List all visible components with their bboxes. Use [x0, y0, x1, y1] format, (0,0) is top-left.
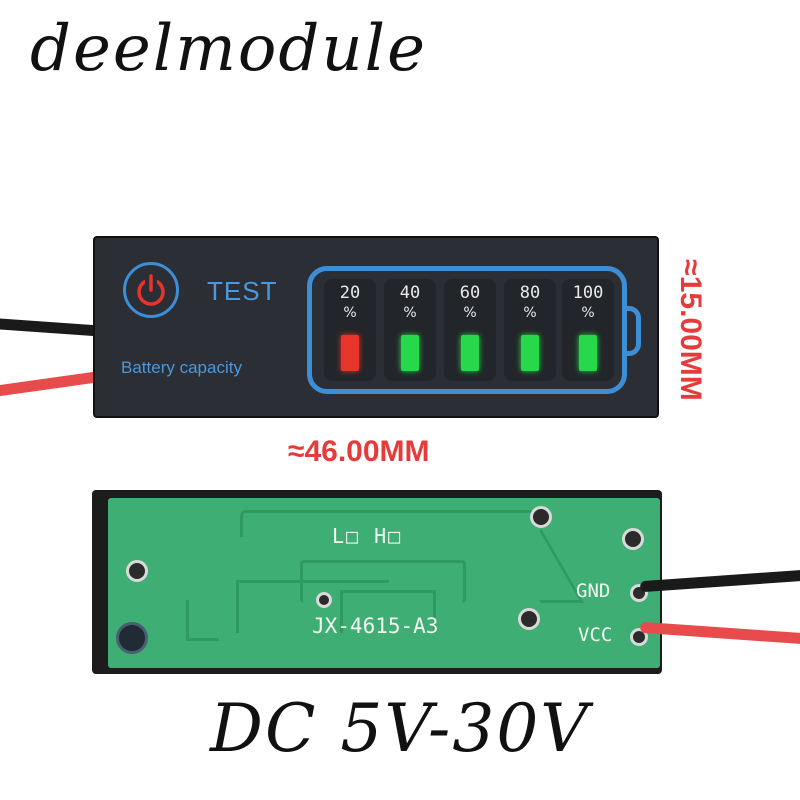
- led-indicator: [401, 335, 419, 371]
- mounting-hole: [622, 528, 644, 550]
- sensor-lens: [116, 622, 148, 654]
- percent-symbol: %: [581, 305, 595, 321]
- mounting-hole: [530, 506, 552, 528]
- level-value: 60: [459, 283, 481, 303]
- height-dimension: ≈15.00MM: [674, 259, 707, 401]
- mounting-hole: [518, 608, 540, 630]
- led-indicator: [579, 335, 597, 371]
- mounting-hole: [126, 560, 148, 582]
- switch-label: L□ H□: [332, 524, 403, 548]
- brand-title: deelmodule: [30, 12, 427, 86]
- led-indicator: [341, 335, 359, 371]
- pcb-trace: [186, 600, 219, 641]
- battery-outline: 20 % 40 % 60 % 80 % 100 %: [307, 266, 627, 394]
- percent-symbol: %: [523, 305, 537, 321]
- level-value: 20: [339, 283, 361, 303]
- level-value: 40: [399, 283, 421, 303]
- gnd-label: GND: [576, 580, 611, 602]
- pcb-trace: [340, 590, 436, 633]
- power-icon: [123, 262, 179, 318]
- test-label: TEST: [207, 276, 278, 306]
- black-wire-right: [639, 568, 800, 593]
- front-module: TEST Battery capacity 20 % 40 % 60 % 80 …: [93, 236, 659, 418]
- percent-symbol: %: [463, 305, 477, 321]
- level-cell-60: 60 %: [444, 279, 496, 381]
- level-cell-40: 40 %: [384, 279, 436, 381]
- percent-symbol: %: [403, 305, 417, 321]
- percent-symbol: %: [343, 305, 357, 321]
- width-dimension: ≈46.00MM: [288, 435, 430, 468]
- level-cell-100: 100 %: [562, 279, 614, 381]
- led-indicator: [521, 335, 539, 371]
- pcb-trace: [236, 580, 389, 633]
- voltage-range-label: DC 5V-30V: [210, 690, 590, 767]
- battery-terminal: [623, 306, 641, 356]
- vcc-label: VCC: [578, 624, 613, 646]
- level-value: 100: [572, 283, 604, 303]
- level-value: 80: [519, 283, 541, 303]
- via-hole: [316, 592, 332, 608]
- battery-capacity-label: Battery capacity: [121, 358, 242, 377]
- red-wire-right: [639, 621, 800, 646]
- level-cell-20: 20 %: [324, 279, 376, 381]
- pcb-trace: [240, 510, 533, 537]
- model-number: JX-4615-A3: [312, 614, 439, 638]
- led-indicator: [461, 335, 479, 371]
- level-cell-80: 80 %: [504, 279, 556, 381]
